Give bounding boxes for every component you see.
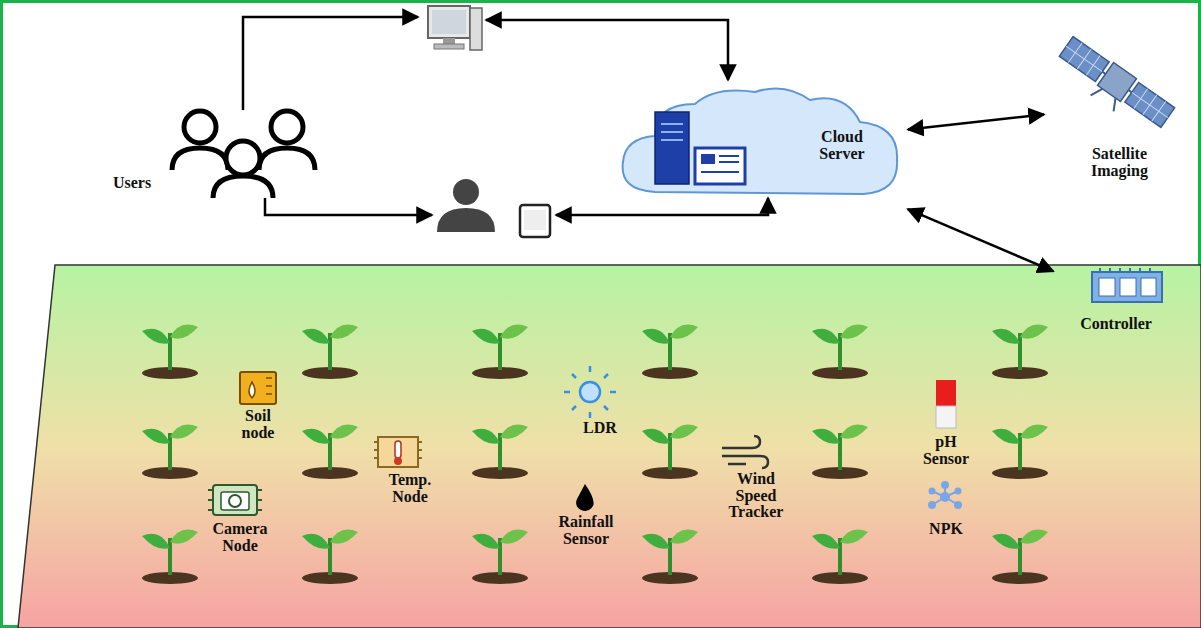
wind-icon [722, 436, 768, 468]
sensor-node: Users [96, 170, 168, 196]
npk-icon [929, 482, 961, 508]
node-label: LDR [580, 420, 620, 437]
sensor-node: Rainfall Sensor [551, 512, 621, 550]
node-label: pH Sensor [916, 434, 976, 468]
rainfall-icon [576, 484, 594, 511]
ph-sensor-icon [936, 380, 956, 428]
node-label: Camera Node [210, 521, 270, 555]
node-label: Satellite Imaging [1080, 146, 1160, 180]
connector-arrow [908, 114, 1044, 129]
computer-icon [428, 6, 482, 50]
sensor-node: pH Sensor [913, 432, 979, 470]
users-icon [172, 111, 315, 198]
satellite-icon [1051, 35, 1176, 139]
field [18, 265, 1201, 628]
plants [142, 325, 1048, 584]
node-label: Wind Speed Tracker [723, 471, 789, 521]
sensor-node: Controller [1056, 262, 1176, 334]
node-label: NPK [926, 521, 966, 538]
sensor-node: Satellite Imaging [1047, 30, 1192, 182]
node-label: Users [102, 175, 162, 192]
cloud-shape: Cloud Server [615, 82, 905, 210]
sensor-node: Soil node [230, 406, 286, 444]
sensor-node: NPK [923, 518, 969, 540]
mobile-user-icon [437, 179, 550, 237]
sensor-node: Temp. Node [381, 470, 439, 508]
temp-node-icon [374, 437, 422, 467]
sensor-node: LDR [577, 417, 623, 439]
camera-node-icon [208, 485, 262, 515]
soil-node-icon [240, 372, 276, 404]
node-label: Temp. Node [384, 472, 436, 506]
node-label: Controller [1066, 316, 1166, 333]
connector-arrow [908, 209, 1053, 271]
node-label: Cloud Server [807, 129, 877, 163]
node-label: Rainfall Sensor [554, 514, 618, 548]
controller-icon [1092, 268, 1162, 302]
node-label: Soil node [235, 408, 281, 442]
sensor-node: Wind Speed Tracker [718, 468, 794, 524]
sensor-node: Camera Node [207, 519, 273, 557]
ldr-icon [564, 366, 616, 418]
